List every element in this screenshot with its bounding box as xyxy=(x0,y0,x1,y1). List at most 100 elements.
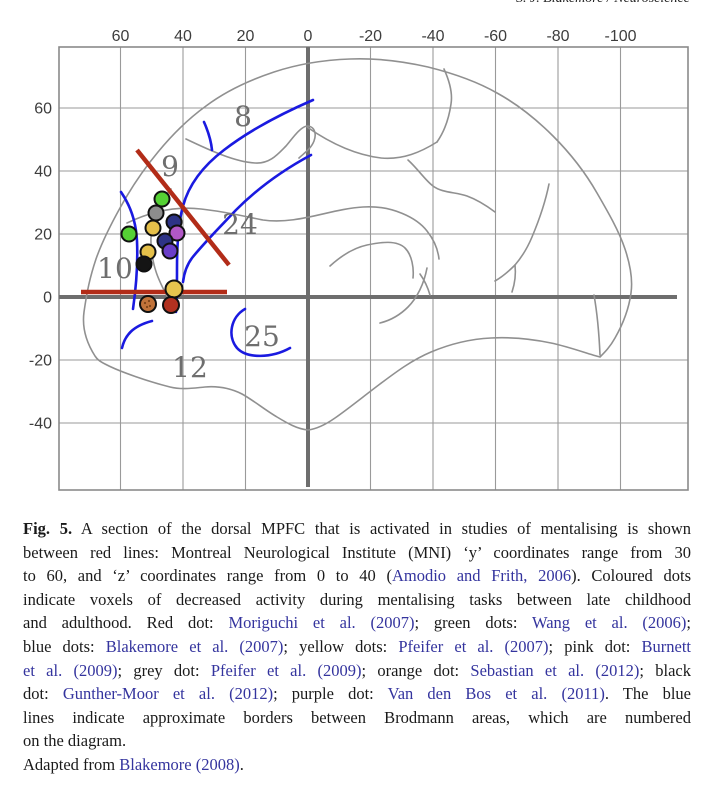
brodmann-border-line xyxy=(174,98,315,314)
left-axis-tick-label: 0 xyxy=(43,290,52,307)
brain-outline-path xyxy=(306,126,438,160)
green-dot-1 xyxy=(153,190,171,208)
brain-outline-path xyxy=(494,264,516,282)
speckle xyxy=(143,301,147,305)
top-axis-tick-label: 40 xyxy=(174,28,192,45)
caption-line: Adapted from Blakemore (2008). xyxy=(23,753,691,777)
top-axis-tick-label: -60 xyxy=(484,28,507,45)
caption-line: and adulthood. Red dot: Moriguchi et al.… xyxy=(23,611,691,635)
caption-text: ; grey dot: xyxy=(117,660,211,680)
caption-text: between red lines: Montreal Neurological… xyxy=(23,542,691,562)
citation-link[interactable]: Blakemore et al. (2007) xyxy=(105,636,284,656)
left-axis-tick-label: 60 xyxy=(34,101,52,118)
citation-link[interactable]: Van den Bos et al. (2011) xyxy=(387,684,605,704)
caption-line: between red lines: Montreal Neurological… xyxy=(23,541,691,565)
top-axis-tick-label: -20 xyxy=(359,28,382,45)
brain-outline-path xyxy=(436,68,453,143)
brain-outline-path xyxy=(126,206,440,260)
caption-text: ; purple dot: xyxy=(273,684,388,704)
brain-outline-path xyxy=(514,183,550,266)
top-axis-tick-label: 60 xyxy=(112,28,130,45)
caption-text: to 60, and ‘z’ coordinates range from 0 … xyxy=(23,566,392,586)
yellow-dot-1 xyxy=(144,219,162,237)
speckle xyxy=(145,305,149,309)
caption-text: ; green dots: xyxy=(414,613,532,633)
caption-text: ; xyxy=(686,613,691,633)
caption-line: dot: Gunther-Moor et al. (2012); purple … xyxy=(23,682,691,706)
caption-text: ; yellow dots: xyxy=(283,636,399,656)
brodmann-border-line xyxy=(181,153,313,284)
caption-line: on the diagram. xyxy=(23,729,691,753)
brain-figure: 60 40 20 0 -20 -40 -60 -80 -100 60 40 20 0 -20 -40 8 9 24… xyxy=(29,28,689,491)
brodmann-area-label-10: 10 xyxy=(97,252,133,285)
red-dot xyxy=(162,296,180,314)
caption-text: A section of the dorsal MPFC that is act… xyxy=(72,519,691,538)
pink-dot xyxy=(168,224,186,242)
brain-outline-path xyxy=(185,125,316,164)
green-dot-2 xyxy=(120,225,138,243)
citation-link[interactable]: et al. (2009) xyxy=(23,660,118,680)
citation-link[interactable]: Gunther-Moor et al. (2012) xyxy=(62,684,274,704)
speckle xyxy=(147,299,151,303)
citation-link[interactable]: Burnett xyxy=(641,636,692,656)
brain-outline-path xyxy=(82,58,633,431)
citation-link[interactable]: Sebastian et al. (2012) xyxy=(470,660,640,680)
brodmann-border-line xyxy=(120,319,154,350)
brain-diagram-svg: 60 40 20 0 -20 -40 -60 -80 -100 60 40 20 0 -20 -40 8 9 24… xyxy=(29,28,689,491)
left-axis-tick-label: -20 xyxy=(29,353,52,370)
caption-text: . xyxy=(239,754,244,774)
figure-caption: Fig. 5. A section of the dorsal MPFC tha… xyxy=(23,517,691,777)
brain-outline-path xyxy=(419,273,431,296)
citation-link[interactable]: Amodio and Frith, 2006 xyxy=(391,566,572,586)
caption-text: and adulthood. Red dot: xyxy=(23,613,229,633)
caption-figure-number: Fig. 5. xyxy=(23,519,73,538)
caption-line: indicate voxels of decreased activity du… xyxy=(23,588,691,612)
black-dot xyxy=(135,255,153,273)
upper-section-line xyxy=(135,148,231,267)
speckle xyxy=(148,304,152,308)
caption-text: . The blue xyxy=(604,684,692,704)
citation-link[interactable]: Pfeifer et al. (2009) xyxy=(210,660,362,680)
caption-text: ). Coloured dots xyxy=(571,566,691,586)
caption-text: indicate voxels of decreased activity du… xyxy=(23,589,691,609)
caption-text: dot: xyxy=(23,684,63,704)
caption-text: Adapted from xyxy=(23,754,120,774)
brain-outline-path xyxy=(593,294,601,356)
top-axis-tick-label: -40 xyxy=(421,28,444,45)
left-axis-tick-label: 40 xyxy=(34,164,52,181)
brodmann-area-label-8: 8 xyxy=(234,100,252,133)
brain-outline-path xyxy=(407,159,496,213)
top-axis-tick-label: -80 xyxy=(546,28,569,45)
purple-dot xyxy=(161,242,179,260)
grey-dot xyxy=(147,204,165,222)
running-head: S. J. Blakemore / Neuroscience xyxy=(516,0,712,7)
orange-dot xyxy=(139,295,157,313)
brain-outline-path xyxy=(511,264,517,293)
citation-link[interactable]: Blakemore (2008) xyxy=(119,754,240,774)
citation-link[interactable]: Wang et al. (2006) xyxy=(531,613,687,633)
citation-link[interactable]: Pfeifer et al. (2007) xyxy=(398,636,549,656)
brodmann-area-label-24: 24 xyxy=(222,208,258,241)
brodmann-area-label-12: 12 xyxy=(172,351,208,384)
caption-line: Fig. 5. A section of the dorsal MPFC tha… xyxy=(23,517,691,541)
caption-text: lines indicate approximate borders betwe… xyxy=(23,707,691,727)
caption-text: ; pink dot: xyxy=(548,636,642,656)
caption-line: to 60, and ‘z’ coordinates range from 0 … xyxy=(23,564,691,588)
citation-link[interactable]: Moriguchi et al. (2007) xyxy=(228,613,415,633)
top-axis-tick-label: 20 xyxy=(237,28,255,45)
brodmann-area-label-9: 9 xyxy=(161,150,179,183)
yellow-dot-3 xyxy=(164,279,184,299)
plot-border xyxy=(58,46,689,491)
brodmann-border-line xyxy=(230,307,292,358)
left-axis-tick-label: -40 xyxy=(29,416,52,433)
top-axis-tick-label: -100 xyxy=(604,28,636,45)
caption-line: lines indicate approximate borders betwe… xyxy=(23,706,691,730)
brain-outline-path xyxy=(379,267,428,324)
caption-text: blue dots: xyxy=(23,636,106,656)
brodmann-border-line xyxy=(202,120,214,152)
left-axis-tick-label: 20 xyxy=(34,227,52,244)
caption-text: on the diagram. xyxy=(23,731,127,751)
caption-text: ; orange dot: xyxy=(361,660,471,680)
caption-line: et al. (2009); grey dot: Pfeifer et al. … xyxy=(23,659,691,683)
top-axis-tick-label: 0 xyxy=(304,28,313,45)
